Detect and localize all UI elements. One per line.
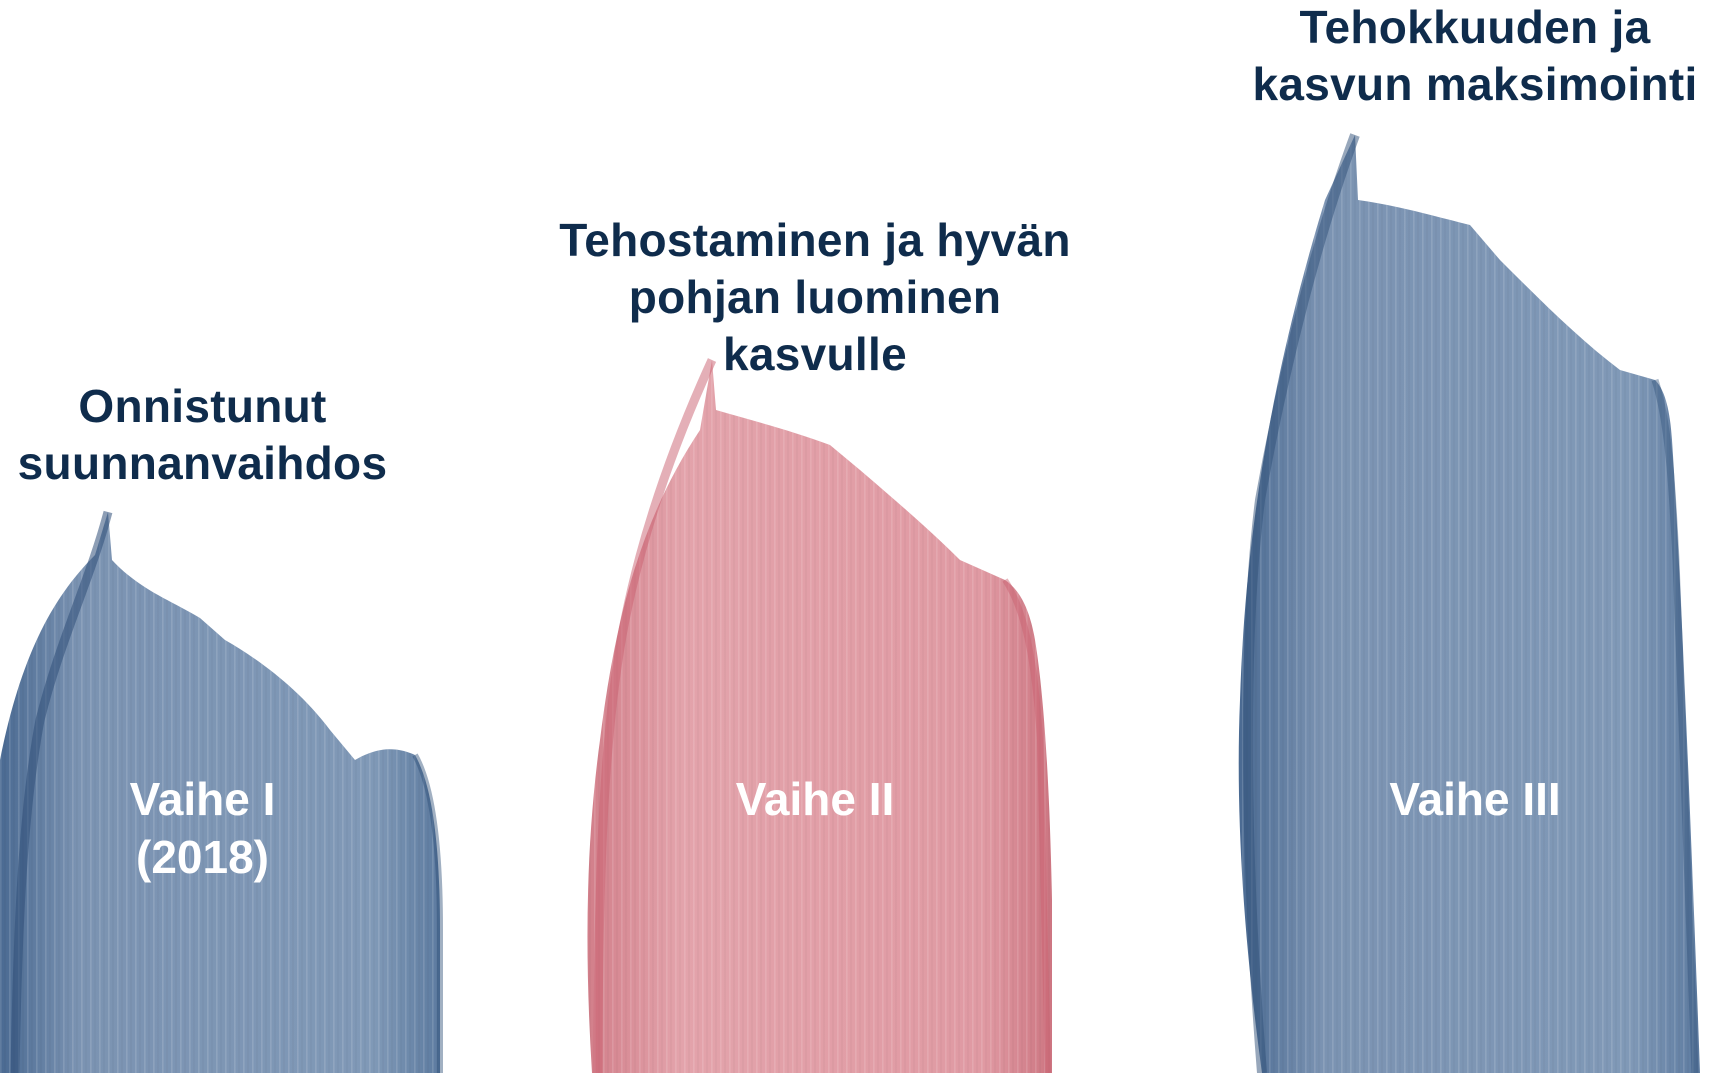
stage-2-phase-label: Vaihe II	[735, 773, 895, 825]
stage-3-title: Tehokkuuden ja kasvun maksimointi	[1252, 1, 1698, 110]
stage-1-title: Onnistunut suunnanvaihdos	[17, 380, 388, 489]
stage-3-phase-label: Vaihe III	[1389, 773, 1561, 825]
paint-stroke-1	[0, 510, 443, 1073]
paint-stroke-2	[587, 358, 1052, 1073]
stage-1-phase-label: Vaihe I (2018)	[129, 773, 276, 883]
paint-stroke-3	[1238, 133, 1700, 1073]
stage-2-title: Tehostaminen ja hyvän pohjan luominen ka…	[559, 214, 1071, 380]
